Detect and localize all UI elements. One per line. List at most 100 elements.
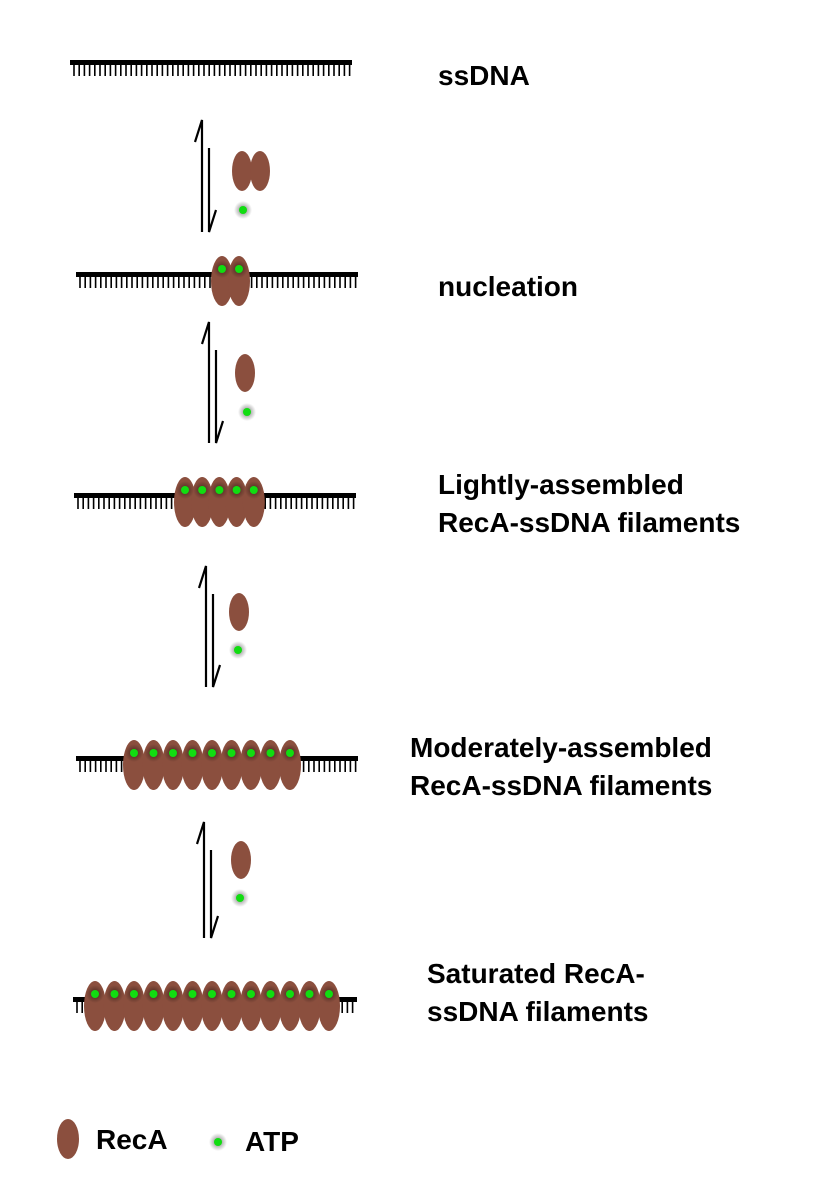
equilibrium-reverse-arrow [214, 350, 225, 444]
dna-backbone [70, 60, 352, 65]
free-atp [234, 201, 252, 219]
bound-atp [86, 985, 104, 1003]
bound-atp [144, 985, 163, 1003]
bound-atp [105, 985, 124, 1003]
atp-dot [130, 990, 138, 998]
label-saturated-line-1: Saturated RecA- [427, 958, 645, 989]
bound-atp [281, 744, 299, 762]
label-nucleation-line-1: nucleation [438, 271, 579, 302]
atp-dot [232, 486, 241, 494]
bound-atp [227, 481, 246, 499]
atp-dot [169, 749, 177, 757]
equilibrium-reverse-arrow [209, 850, 220, 939]
equilibrium-forward-arrow [193, 119, 204, 232]
lightly-filament [174, 477, 265, 527]
bound-atp [213, 260, 231, 278]
legend-atp-icon [209, 1133, 227, 1151]
label-ssdna-line-1: ssDNA [438, 60, 530, 91]
nucleation-filament [211, 256, 250, 306]
equilibrium-reverse-arrow [211, 594, 222, 688]
equilibrium-arrows-1 [193, 119, 218, 233]
dna-bases [73, 65, 351, 76]
atp-dot [227, 990, 236, 998]
atp-dot [208, 749, 216, 757]
bound-atp [230, 260, 248, 278]
atp-dot [149, 749, 158, 757]
bound-atp [300, 985, 319, 1003]
bound-atp [164, 985, 182, 1003]
moderately-filament [123, 740, 301, 790]
atp-dot [215, 486, 224, 494]
free-atp [238, 403, 256, 421]
atp-dot [208, 990, 216, 998]
bound-atp [144, 744, 163, 762]
atp-dot [169, 990, 177, 998]
bound-atp [222, 744, 241, 762]
free-reca [231, 841, 251, 879]
label-nucleation: nucleation [438, 268, 578, 306]
atp-dot [243, 408, 251, 416]
free-reca [250, 151, 270, 191]
bound-atp [183, 744, 202, 762]
atp-dot [266, 990, 275, 998]
atp-dot [234, 646, 242, 654]
legend-reca-icon [57, 1119, 79, 1159]
atp-dot [188, 749, 197, 757]
bound-atp [203, 744, 221, 762]
bound-atp [164, 744, 182, 762]
bound-atp [183, 985, 202, 1003]
equilibrium-arrows-3 [197, 565, 222, 688]
equilibrium-forward-arrow [195, 821, 206, 938]
legend-atp-label: ATP [245, 1126, 299, 1157]
atp-dot [286, 990, 294, 998]
legend-reca-label: RecA [96, 1124, 168, 1155]
atp-dot [91, 990, 99, 998]
label-ssdna: ssDNA [438, 57, 530, 95]
bound-atp [210, 481, 229, 499]
equilibrium-forward-arrow [200, 321, 211, 443]
equilibrium-forward-arrow [197, 565, 208, 687]
atp-dot [188, 990, 197, 998]
label-lightly-assembled: Lightly-assembled RecA-ssDNA filaments [438, 466, 740, 542]
atp-dot [266, 749, 275, 757]
bound-atp [242, 985, 260, 1003]
atp-dot [235, 265, 243, 273]
label-lightly-line-2: RecA-ssDNA filaments [438, 507, 741, 538]
bound-atp [125, 744, 143, 762]
atp-dot [198, 486, 207, 494]
bound-atp [281, 985, 299, 1003]
free-atp [229, 641, 247, 659]
atp-dot [286, 749, 294, 757]
free-reca [232, 151, 252, 191]
free-reca [229, 593, 249, 631]
bound-atp [261, 985, 280, 1003]
atp-dot [239, 206, 247, 214]
bound-atp [203, 985, 221, 1003]
label-moderately-line-1: Moderately-assembled [410, 732, 712, 763]
atp-dot [249, 486, 258, 494]
atp-dot [130, 749, 138, 757]
free-reca [235, 354, 255, 392]
free-atp [231, 889, 249, 907]
atp-dot [247, 749, 255, 757]
atp-dot [236, 894, 244, 902]
atp-dot [181, 486, 189, 494]
atp-dot [149, 990, 158, 998]
bound-atp [193, 481, 212, 499]
bound-atp [222, 985, 241, 1003]
equilibrium-arrows-4 [195, 821, 220, 939]
saturated-filament [84, 981, 340, 1031]
atp-dot [247, 990, 255, 998]
atp-dot [325, 990, 333, 998]
label-moderately-assembled: Moderately-assembled RecA-ssDNA filament… [410, 729, 712, 805]
bound-atp [176, 481, 194, 499]
label-saturated-line-2: ssDNA filaments [427, 996, 649, 1027]
bound-atp [242, 744, 260, 762]
equilibrium-arrows-2 [200, 321, 225, 444]
label-moderately-line-2: RecA-ssDNA filaments [410, 770, 713, 801]
bound-atp [125, 985, 143, 1003]
ssdna-strand [70, 60, 352, 76]
equilibrium-reverse-arrow [207, 148, 218, 233]
label-saturated: Saturated RecA- ssDNA filaments [427, 955, 648, 1031]
label-lightly-line-1: Lightly-assembled [438, 469, 684, 500]
